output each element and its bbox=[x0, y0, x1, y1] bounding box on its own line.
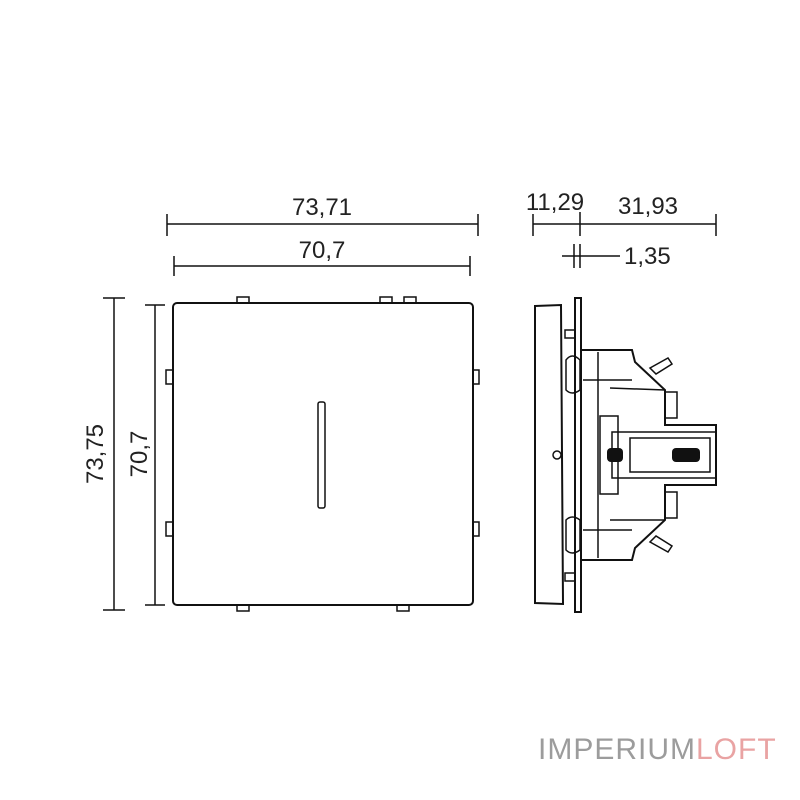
label-width-inner: 70,7 bbox=[299, 237, 346, 264]
dimension-plate-thickness: 1,35 bbox=[562, 243, 671, 270]
dimension-side-depths: 11,29 31,93 bbox=[526, 189, 717, 236]
label-cover-depth: 11,29 bbox=[526, 189, 584, 216]
dimension-height-inner: 70,7 bbox=[126, 304, 165, 606]
dimension-width-outer: 73,71 bbox=[166, 194, 479, 236]
dimension-width-inner: 70,7 bbox=[173, 237, 471, 276]
label-width-outer: 73,71 bbox=[292, 194, 352, 221]
label-plate-thickness: 1,35 bbox=[624, 243, 671, 270]
dimension-height-outer: 73,75 bbox=[82, 297, 125, 611]
label-height-outer: 73,75 bbox=[82, 424, 109, 484]
indicator-slot bbox=[317, 401, 326, 509]
front-view-switch bbox=[165, 296, 480, 612]
label-height-inner: 70,7 bbox=[126, 431, 153, 478]
logo-part1: IMPERIUM bbox=[538, 733, 696, 766]
label-body-depth: 31,93 bbox=[618, 193, 678, 220]
logo-part2: LOFT bbox=[696, 733, 777, 766]
imperiumloft-logo: IMPERIUMLOFT bbox=[538, 733, 777, 767]
side-view-switch bbox=[534, 297, 717, 613]
